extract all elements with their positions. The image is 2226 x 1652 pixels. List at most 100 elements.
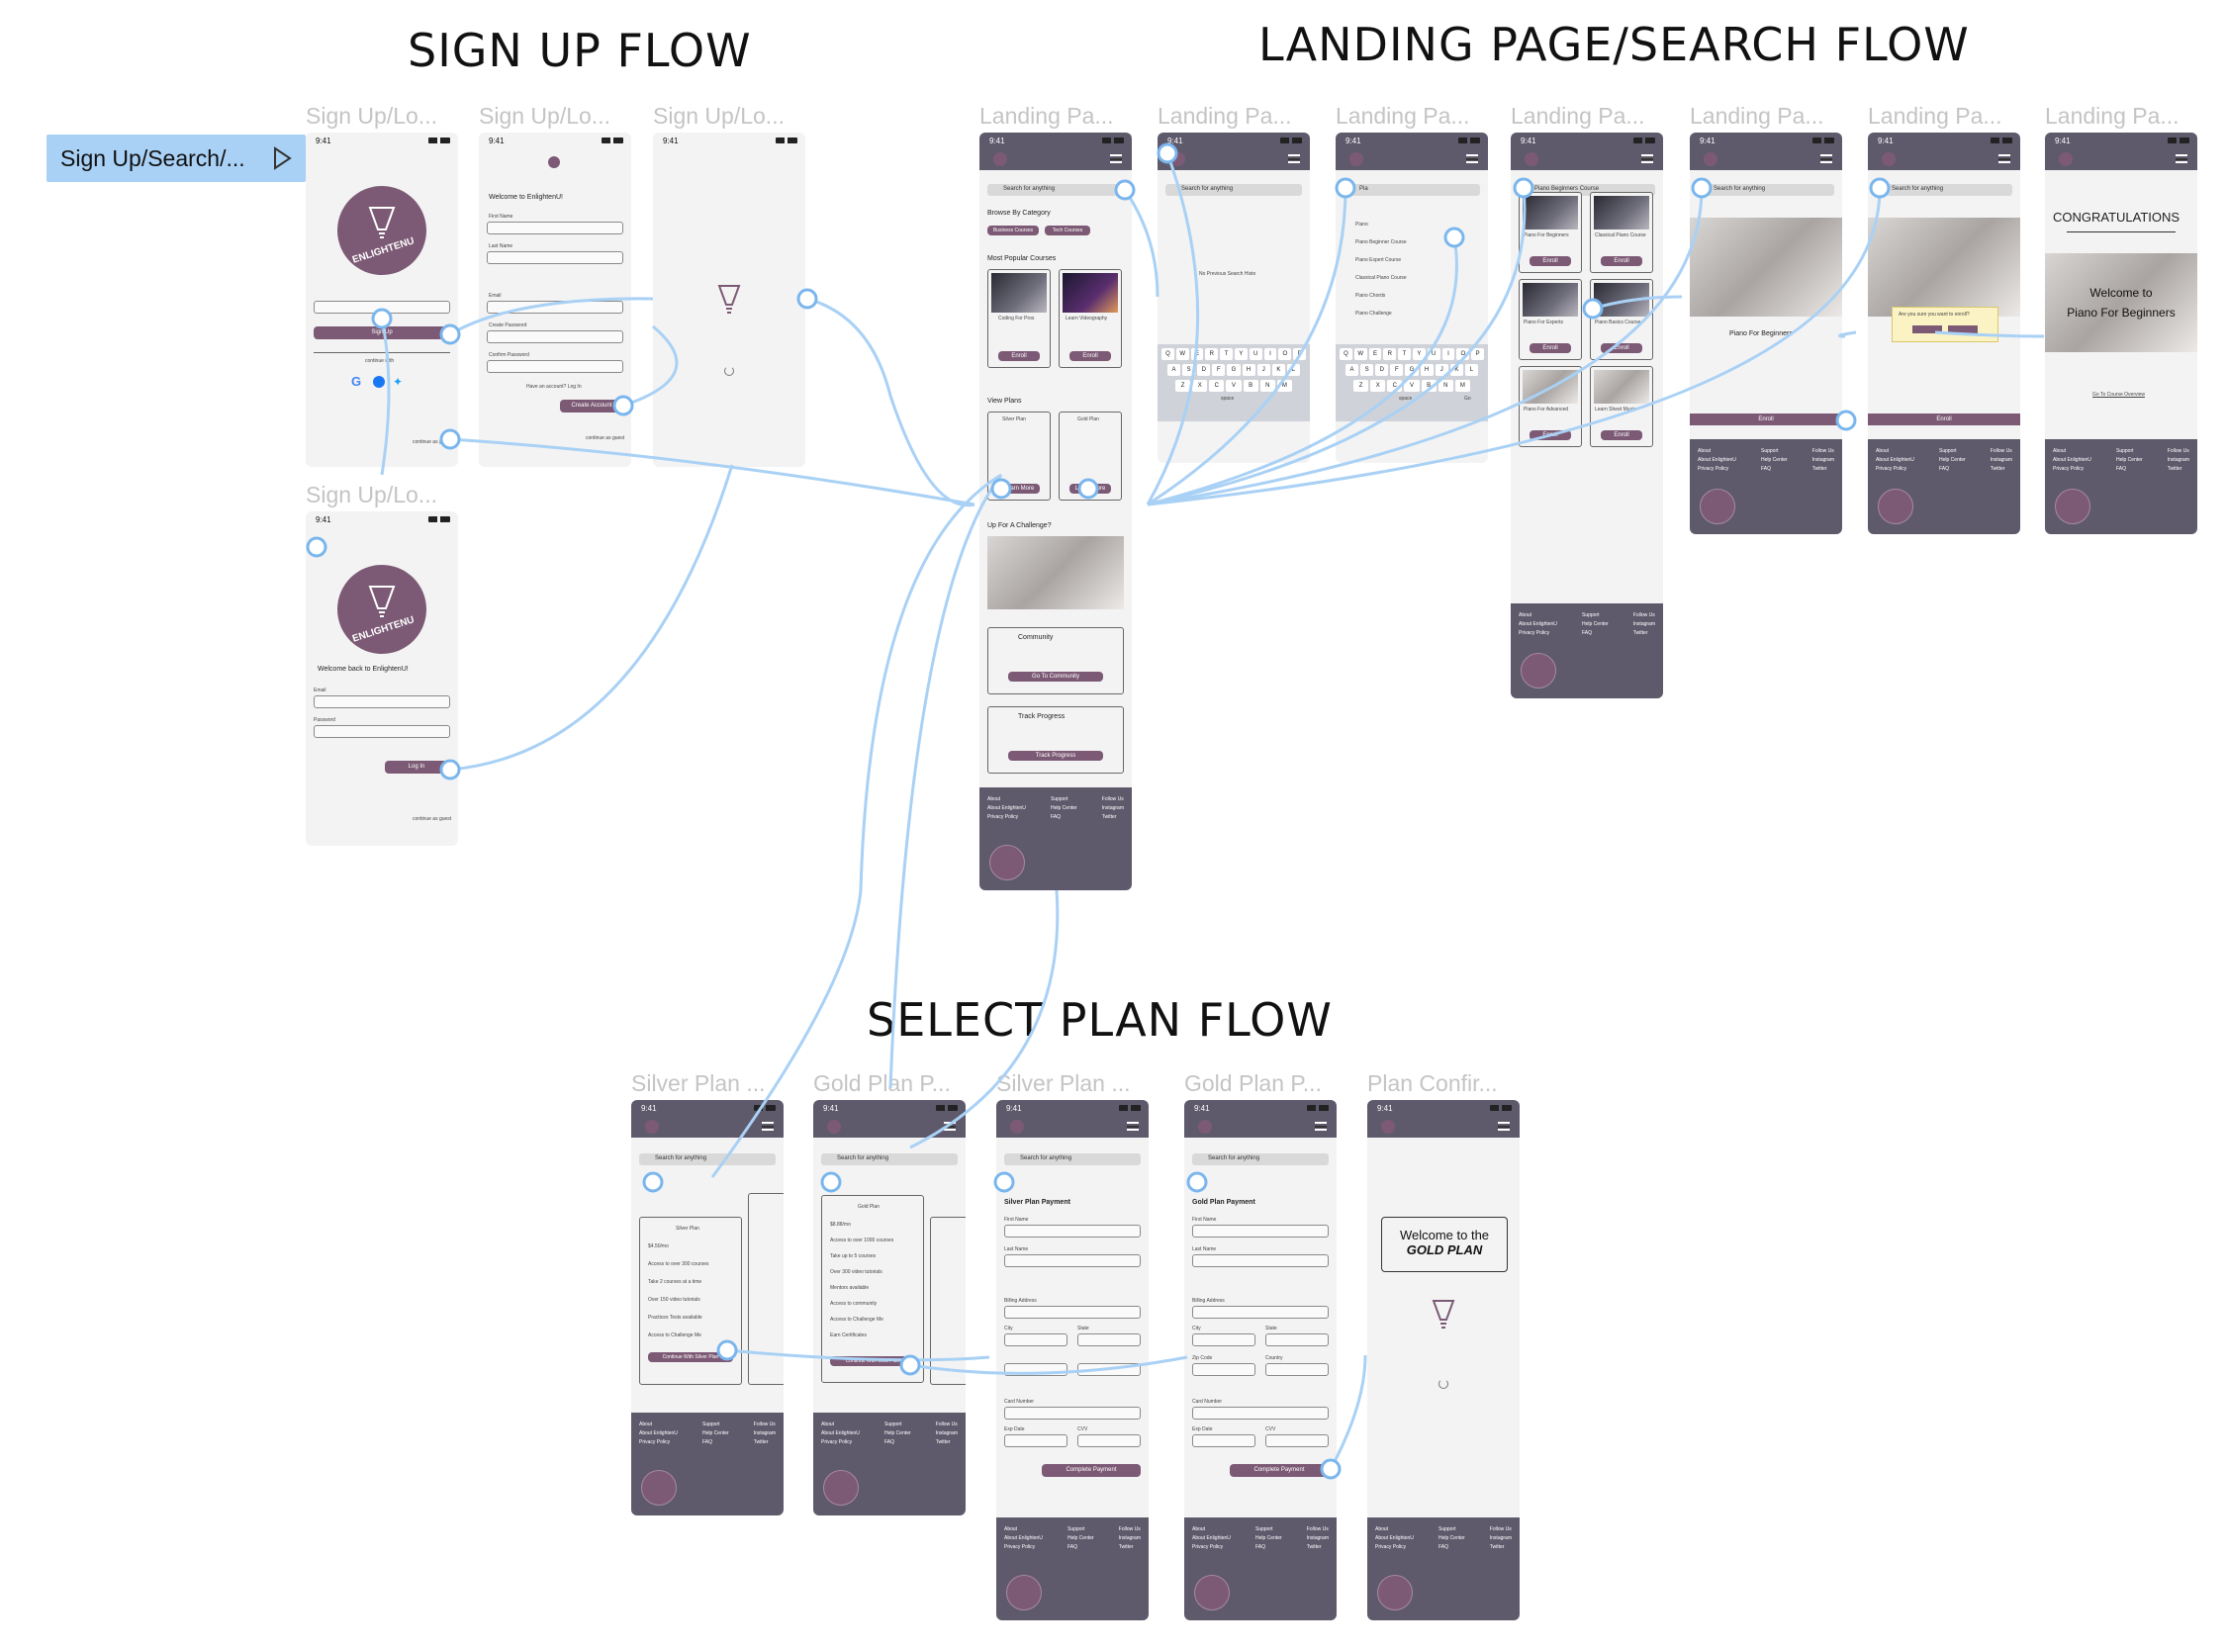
first-name-field[interactable] <box>1192 1225 1329 1238</box>
suggestion[interactable]: Piano Challenge <box>1355 311 1392 317</box>
go-key[interactable]: Go <box>1464 396 1471 402</box>
continue-guest-link[interactable]: continue as guest <box>586 435 625 441</box>
billing-field[interactable] <box>1192 1306 1329 1319</box>
suggestion[interactable]: Piano <box>1355 222 1368 228</box>
cvv-field[interactable] <box>1265 1434 1329 1447</box>
footer-logo[interactable] <box>1700 489 1735 524</box>
search-input[interactable]: Search for anything <box>639 1153 776 1165</box>
course-card[interactable]: Learn Videography Enroll <box>1059 269 1122 368</box>
footer-logo[interactable] <box>823 1470 859 1506</box>
yes-button[interactable] <box>1912 325 1942 333</box>
search-input[interactable]: Search for anything <box>1165 184 1302 196</box>
search-input[interactable]: Pia <box>1344 184 1480 196</box>
logo-dot[interactable] <box>1349 152 1363 166</box>
frame-signup-loading[interactable]: 9:41 <box>653 133 805 467</box>
key-u[interactable]: U <box>1249 348 1262 360</box>
key-j[interactable]: J <box>1435 364 1448 376</box>
key-x[interactable]: X <box>1192 380 1208 392</box>
key-e[interactable]: E <box>1368 348 1382 360</box>
frame-label[interactable]: Silver Plan ... <box>996 1070 1131 1096</box>
key-c[interactable]: C <box>1209 380 1225 392</box>
menu-icon[interactable] <box>1820 154 1832 163</box>
key-j[interactable]: J <box>1256 364 1270 376</box>
footer-logo[interactable] <box>1521 653 1556 688</box>
facebook-icon[interactable] <box>373 376 385 388</box>
search-input[interactable]: Search for anything <box>1698 184 1834 196</box>
key-p[interactable]: P <box>1471 348 1484 360</box>
enroll-button[interactable]: Enroll <box>1868 413 2020 425</box>
state-select[interactable] <box>1265 1333 1329 1346</box>
key-x[interactable]: X <box>1370 380 1386 392</box>
track-progress-button[interactable]: Track Progress <box>1008 751 1103 761</box>
footer-logo[interactable] <box>2055 489 2090 524</box>
key-t[interactable]: T <box>1398 348 1411 360</box>
footer-logo[interactable] <box>1006 1575 1042 1610</box>
frame-silver-payment[interactable]: 9:41 Search for anything Silver Plan Pay… <box>996 1100 1149 1620</box>
enroll-button[interactable]: Enroll <box>998 351 1040 361</box>
menu-icon[interactable] <box>1641 154 1653 163</box>
frame-label[interactable]: Sign Up/Lo... <box>653 103 785 129</box>
suggestion[interactable]: Classical Piano Course <box>1355 275 1407 281</box>
have-account-link[interactable]: Have an account? Log In <box>526 384 582 390</box>
continue-silver-button[interactable]: Continue With Silver Plan <box>648 1352 733 1362</box>
continue-gold-button[interactable]: Continue With Gold Plan <box>830 1356 915 1366</box>
twitter-icon[interactable]: ✦ <box>393 375 404 389</box>
no-button[interactable] <box>1948 325 1978 333</box>
city-field[interactable] <box>1004 1333 1067 1346</box>
enroll-button[interactable]: Enroll <box>1601 430 1642 440</box>
logo-dot[interactable] <box>1882 152 1896 166</box>
frame-label[interactable]: Landing Pa... <box>1511 103 1645 129</box>
logo-dot[interactable] <box>645 1120 659 1134</box>
key-r[interactable]: R <box>1383 348 1397 360</box>
key-d[interactable]: D <box>1375 364 1389 376</box>
frame-label[interactable]: Gold Plan P... <box>813 1070 951 1096</box>
key-s[interactable]: S <box>1360 364 1374 376</box>
key-w[interactable]: W <box>1175 348 1189 360</box>
email-field[interactable] <box>314 695 450 708</box>
create-password-field[interactable] <box>487 330 623 343</box>
menu-icon[interactable] <box>762 1122 774 1131</box>
space-key[interactable]: space <box>1399 396 1413 402</box>
silver-plan-card-peek[interactable] <box>930 1217 966 1385</box>
zip-field[interactable] <box>1192 1363 1255 1376</box>
frame-gold-plan[interactable]: 9:41 Search for anything Gold Plan $8.88… <box>813 1100 966 1515</box>
logo-dot[interactable] <box>1198 1120 1212 1134</box>
frame-gold-payment[interactable]: 9:41 Search for anything Gold Plan Payme… <box>1184 1100 1337 1620</box>
frame-label[interactable]: Landing Pa... <box>1336 103 1470 129</box>
key-n[interactable]: N <box>1438 380 1453 392</box>
menu-icon[interactable] <box>1498 1122 1510 1131</box>
menu-icon[interactable] <box>2176 154 2187 163</box>
key-v[interactable]: V <box>1404 380 1420 392</box>
go-community-button[interactable]: Go To Community <box>1008 672 1103 682</box>
country-select[interactable] <box>1265 1363 1329 1376</box>
frame-label[interactable]: Sign Up/Lo... <box>306 103 437 129</box>
key-d[interactable]: D <box>1197 364 1211 376</box>
key-v[interactable]: V <box>1226 380 1242 392</box>
frame-label[interactable]: Landing Pa... <box>1868 103 2002 129</box>
last-name-field[interactable] <box>1192 1254 1329 1267</box>
footer-logo[interactable] <box>641 1470 677 1506</box>
course-card[interactable]: Coding For Pros Enroll <box>987 269 1051 368</box>
play-icon[interactable] <box>272 146 292 170</box>
frame-label[interactable]: Plan Confir... <box>1367 1070 1498 1096</box>
category-tech[interactable]: Tech Courses <box>1045 226 1090 235</box>
frame-label[interactable]: Gold Plan P... <box>1184 1070 1322 1096</box>
city-field[interactable] <box>1192 1333 1255 1346</box>
exp-field[interactable] <box>1192 1434 1255 1447</box>
key-a[interactable]: A <box>1345 364 1359 376</box>
key-y[interactable]: Y <box>1412 348 1426 360</box>
suggestion[interactable]: Piano Expert Course <box>1355 257 1402 263</box>
key-w[interactable]: W <box>1353 348 1367 360</box>
card-field[interactable] <box>1192 1407 1329 1420</box>
enroll-dialog[interactable]: Are you sure you want to enroll? <box>1892 307 1998 342</box>
key-m[interactable]: M <box>1454 380 1470 392</box>
key-i[interactable]: I <box>1263 348 1277 360</box>
key-r[interactable]: R <box>1205 348 1219 360</box>
frame-label[interactable]: Sign Up/Lo... <box>306 482 437 507</box>
frame-label[interactable]: Silver Plan ... <box>631 1070 766 1096</box>
continue-guest-link[interactable]: continue as guest <box>413 439 452 445</box>
menu-icon[interactable] <box>1466 154 1478 163</box>
logo-dot[interactable] <box>1525 152 1538 166</box>
